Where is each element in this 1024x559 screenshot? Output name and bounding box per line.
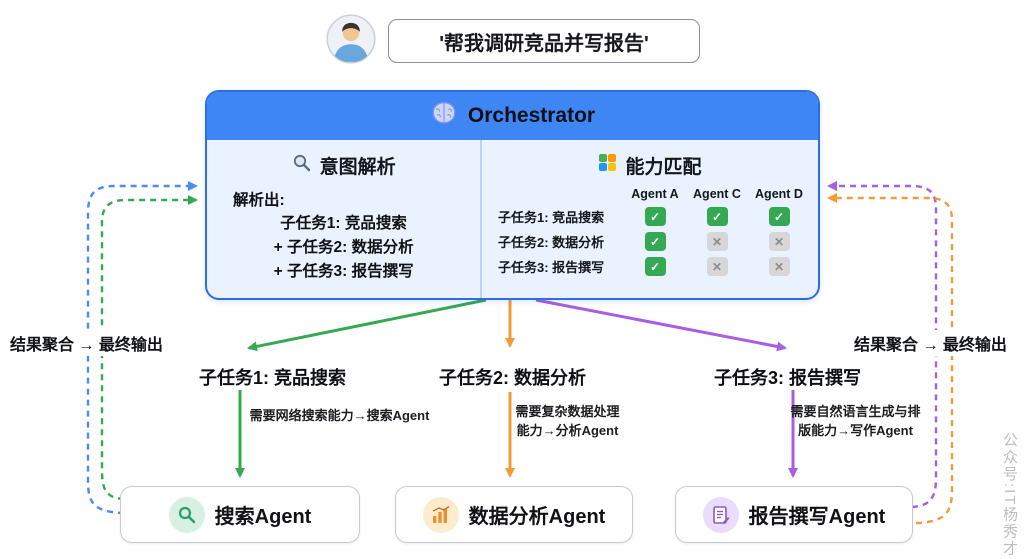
branch-label-analysis: 子任务2: 数据分析 <box>438 368 586 388</box>
document-icon <box>702 496 739 533</box>
analysis-agent-box: 数据分析Agent <box>395 486 633 543</box>
feedback-label-right: 结果聚合 → 最终输出 <box>852 330 1009 356</box>
check-icon: ✓ <box>644 207 666 226</box>
cross-icon: ✕ <box>706 232 728 251</box>
cross-icon: ✕ <box>706 257 728 276</box>
cross-icon: ✕ <box>768 232 790 251</box>
search-agent-icon <box>168 496 205 533</box>
dispatch-arrow-search <box>247 298 487 352</box>
capability-heading: 能力匹配 <box>625 157 702 178</box>
check-icon: ✓ <box>706 207 728 226</box>
branch-label-search: 子任务1: 竞品搜索 <box>198 368 346 388</box>
parsed-label: 解析出: <box>233 192 285 209</box>
brain-icon <box>430 100 458 132</box>
check-icon: ✓ <box>644 257 666 276</box>
writing-agent-box: 报告撰写Agent <box>675 486 913 543</box>
branch-label-writing: 子任务3: 报告撰写 <box>713 368 861 388</box>
search-agent-box: 搜索Agent <box>120 486 360 543</box>
parsed-subtask-2: + 子任务2: 数据分析 <box>273 239 414 256</box>
agent-column-header: Agent C <box>693 187 741 201</box>
agent-column-header: Agent A <box>631 187 679 201</box>
user-avatar <box>326 14 376 64</box>
branch-note-search: 需要网络搜索能力→搜索Agent <box>249 408 430 423</box>
capability-row-label: 子任务1: 竞品搜索 <box>498 210 605 225</box>
orchestrator-panel: Orchestrator 意图解析 解析出: 子任务1: 竞品搜索 + 子任务2 <box>205 90 820 300</box>
watermark: 公众号:IT杨秀才 <box>1001 431 1018 558</box>
search-agent-label: 搜索Agent <box>214 506 312 528</box>
agent-column-header: Agent D <box>755 187 803 201</box>
capability-header-row: Agent A Agent C Agent D <box>498 187 810 201</box>
parsed-subtask-3: + 子任务3: 报告撰写 <box>273 263 414 280</box>
intent-heading: 意图解析 <box>319 157 396 178</box>
puzzle-icon <box>598 153 617 178</box>
orchestrator-header: Orchestrator <box>207 92 818 140</box>
writing-agent-label: 报告撰写Agent <box>748 506 886 528</box>
user-query-text: '帮我调研竞品并写报告' <box>439 32 649 55</box>
parsed-subtask-1: 子任务1: 竞品搜索 <box>280 215 407 232</box>
intent-parsing-section: 意图解析 解析出: 子任务1: 竞品搜索 + 子任务2: 数据分析 + 子任务3… <box>207 140 480 298</box>
branch-note-analysis: 需要复杂数据处理 能力→分析Agent <box>515 404 620 438</box>
capability-row: 子任务2: 数据分析 ✓ ✕ ✕ <box>498 232 810 251</box>
feedback-label-left: 结果聚合 → 最终输出 <box>8 330 165 356</box>
dispatch-arrow-writing <box>535 298 787 352</box>
check-icon: ✓ <box>768 207 790 226</box>
capability-row-label: 子任务3: 报告撰写 <box>498 260 605 275</box>
branch-note-writing: 需要自然语言生成与排 版能力→写作Agent <box>790 404 921 438</box>
chart-icon <box>422 496 459 533</box>
cross-icon: ✕ <box>768 257 790 276</box>
feedback-arrow-orange <box>827 193 954 525</box>
capability-row: 子任务1: 竞品搜索 ✓ ✓ ✓ <box>498 207 810 226</box>
capability-row-label: 子任务2: 数据分析 <box>498 235 605 250</box>
user-query-bubble: '帮我调研竞品并写报告' <box>388 19 700 63</box>
section-divider <box>480 140 482 298</box>
orchestrator-title: Orchestrator <box>467 104 596 127</box>
check-icon: ✓ <box>644 232 666 251</box>
analysis-agent-label: 数据分析Agent <box>468 506 606 528</box>
magnifier-icon <box>292 153 312 179</box>
capability-row: 子任务3: 报告撰写 ✓ ✕ ✕ <box>498 257 810 276</box>
